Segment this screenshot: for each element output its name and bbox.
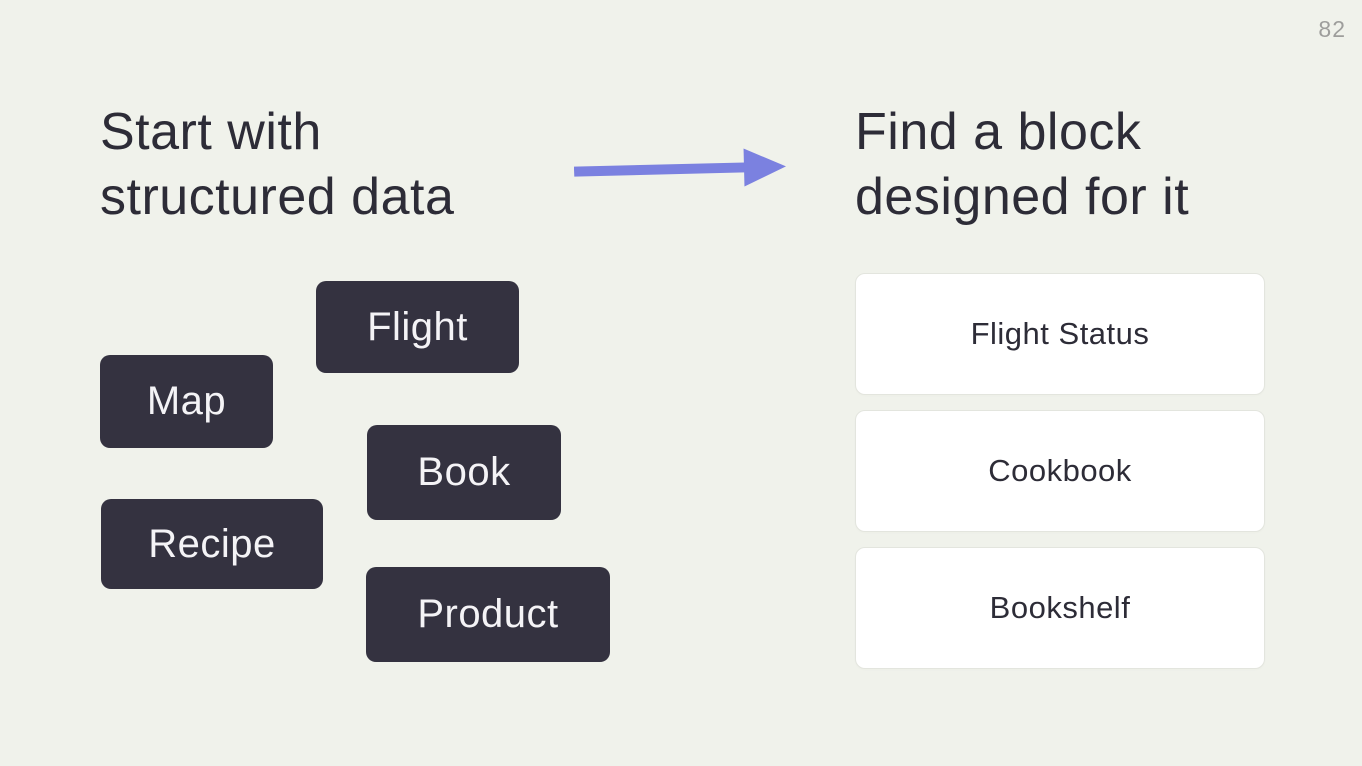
data-block-book: Book — [367, 425, 561, 520]
page-number: 82 — [1318, 16, 1346, 42]
block-card-flight-status: Flight Status — [855, 273, 1265, 395]
data-block-flight: Flight — [316, 281, 519, 373]
data-block-recipe: Recipe — [101, 499, 323, 589]
right-heading: Find a block designed for it — [855, 103, 1190, 226]
data-block-product: Product — [366, 567, 610, 662]
left-heading: Start with structured data — [100, 103, 455, 226]
block-card-cookbook: Cookbook — [855, 410, 1265, 532]
data-block-map: Map — [100, 355, 273, 448]
block-card-bookshelf: Bookshelf — [855, 547, 1265, 669]
arrow-right-icon — [573, 148, 786, 187]
